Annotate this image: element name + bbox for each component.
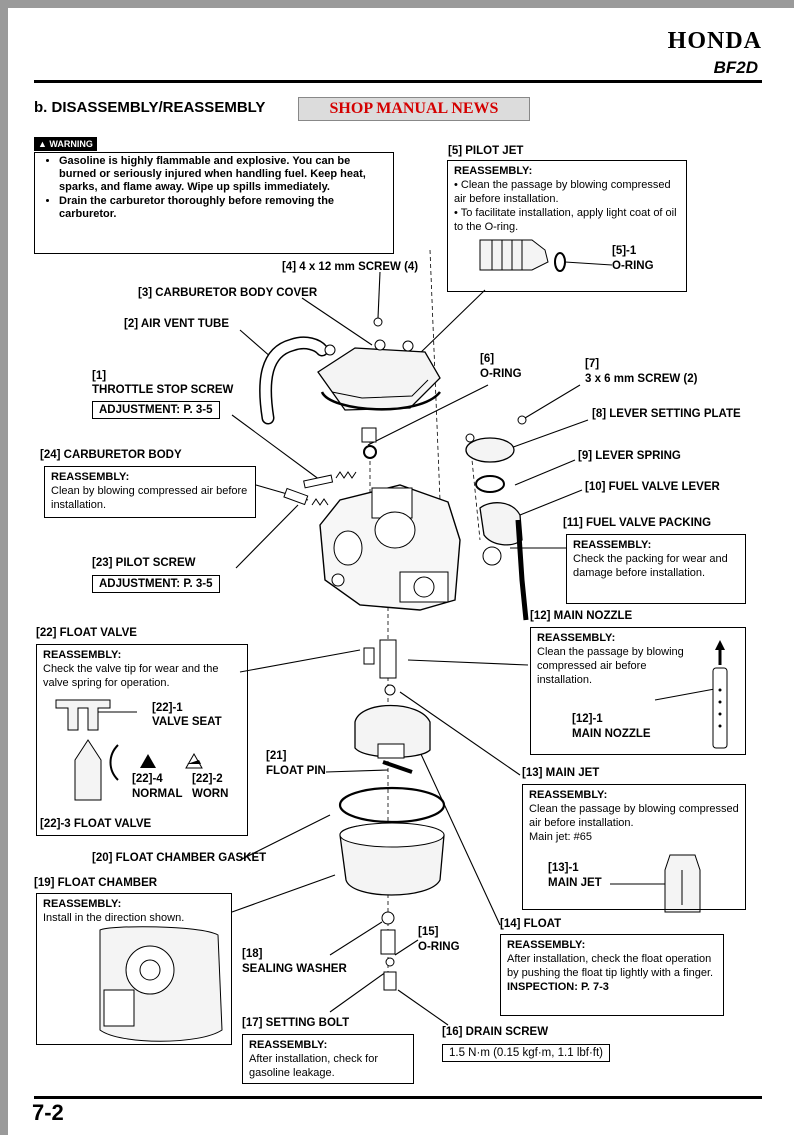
label-drain-screw: [16] DRAIN SCREW (442, 1026, 549, 1038)
page-number: 7-2 (32, 1100, 64, 1125)
label-float-pin-num: [21] (266, 750, 287, 762)
leader-lines (98, 261, 721, 1026)
box-heading: REASSEMBLY: (529, 789, 608, 801)
brand-title: HONDA (667, 28, 762, 54)
carb-body-box: REASSEMBLY: Clean by blowing compressed … (44, 466, 256, 518)
label-screw-3x6: 3 x 6 mm SCREW (2) (585, 373, 698, 385)
label-pilot-screw: [23] PILOT SCREW (92, 557, 196, 569)
label-screw7-num: [7] (585, 358, 600, 370)
label-oring: O-RING (612, 260, 654, 272)
float-chamber-box: REASSEMBLY: Install in the direction sho… (36, 893, 232, 1045)
setting-bolt-box: REASSEMBLY: After installation, check fo… (242, 1034, 414, 1084)
label-throttle-stop-screw: THROTTLE STOP SCREW (92, 384, 234, 396)
box-heading: REASSEMBLY: (507, 939, 586, 951)
warning-badge-text: WARNING (49, 139, 93, 149)
footer-rule (34, 1096, 762, 1099)
warning-item: Gasoline is highly flammable and explosi… (59, 155, 387, 194)
label-oring6-num: [6] (480, 353, 495, 365)
label-main-jet-detail: MAIN JET (548, 877, 602, 889)
label-oring15-num: [15] (418, 926, 439, 938)
label-fuel-valve-lever: [10] FUEL VALVE LEVER (585, 481, 720, 493)
box-text: Check the valve tip for wear and the val… (43, 663, 219, 689)
label-float-chamber: [19] FLOAT CHAMBER (34, 877, 158, 889)
label-pilot-jet: [5] PILOT JET (448, 145, 524, 157)
model-label: BF2D (713, 58, 758, 77)
label-sealing-washer: SEALING WASHER (242, 963, 347, 975)
main-jet-box: REASSEMBLY: Clean the passage by blowing… (522, 784, 746, 910)
box-heading: REASSEMBLY: (537, 632, 616, 644)
main-nozzle-box: REASSEMBLY: Clean the passage by blowing… (530, 627, 746, 755)
label-body-cover: [3] CARBURETOR BODY COVER (138, 287, 318, 299)
label-valve-seat: VALVE SEAT (152, 716, 222, 728)
label-setting-bolt: [17] SETTING BOLT (242, 1017, 350, 1029)
pilot-screw-adjustment-ref: ADJUSTMENT: P. 3-5 (92, 575, 220, 593)
throttle-adjustment-ref: ADJUSTMENT: P. 3-5 (92, 401, 220, 419)
warning-badge: ▲ WARNING (34, 137, 97, 151)
watermark-banner: SHOP MANUAL NEWS (298, 97, 530, 121)
label-worn-num: [22]-2 (192, 773, 223, 785)
label-air-vent-tube: [2] AIR VENT TUBE (124, 318, 229, 330)
box-text: • Clean the passage by blowing compresse… (454, 179, 671, 205)
label-lever-setting-plate: [8] LEVER SETTING PLATE (592, 408, 741, 420)
label-valve-seat-num: [22]-1 (152, 702, 183, 714)
label-screw-4x12: [4] 4 x 12 mm SCREW (4) (282, 261, 419, 273)
box-text: Clean the passage by blowing compressed … (537, 646, 684, 686)
label-float: [14] FLOAT (500, 918, 562, 930)
section-title: b. DISASSEMBLY/REASSEMBLY (34, 99, 266, 116)
float-valve-box: REASSEMBLY: Check the valve tip for wear… (36, 644, 248, 836)
label-normal: NORMAL (132, 788, 183, 800)
box-text: • To facilitate installation, apply ligh… (454, 207, 677, 233)
box-heading: REASSEMBLY: (51, 471, 130, 483)
label-float-valve: [22] FLOAT VALVE (36, 627, 137, 639)
box-text: Check the packing for wear and damage be… (573, 553, 728, 579)
box-heading: REASSEMBLY: (454, 165, 533, 177)
label-fuel-valve-packing: [11] FUEL VALVE PACKING (563, 517, 712, 529)
label-main-nozzle-detail: MAIN NOZZLE (572, 728, 651, 740)
box-heading: REASSEMBLY: (249, 1039, 328, 1051)
box-text: After installation, check for gasoline l… (249, 1053, 379, 1079)
box-text: Main jet: #65 (529, 831, 592, 843)
label-throttle-num: [1] (92, 370, 107, 382)
label-main-jet: [13] MAIN JET (522, 767, 600, 779)
label-sealing-washer-num: [18] (242, 948, 263, 960)
label-gasket: [20] FLOAT CHAMBER GASKET (92, 852, 267, 864)
box-text: After installation, check the float oper… (507, 953, 714, 979)
left-border (0, 0, 8, 1135)
box-text: Clean the passage by blowing compressed … (529, 803, 739, 829)
warning-item: Drain the carburetor thoroughly before r… (59, 195, 387, 221)
box-text: Clean by blowing compressed air before i… (51, 485, 248, 511)
drain-screw-torque: 1.5 N·m (0.15 kgf·m, 1.1 lbf·ft) (442, 1044, 611, 1062)
label-float-pin: FLOAT PIN (266, 765, 326, 777)
label-lever-spring: [9] LEVER SPRING (578, 450, 681, 462)
label-float-valve-detail: [22]-3 FLOAT VALVE (40, 818, 152, 830)
label-oring15: O-RING (418, 941, 460, 953)
label-main-nozzle: [12] MAIN NOZZLE (530, 610, 633, 622)
pilot-jet-box: REASSEMBLY: • Clean the passage by blowi… (447, 160, 687, 292)
packing-box: REASSEMBLY: Check the packing for wear a… (566, 534, 746, 604)
box-text: Install in the direction shown. (43, 912, 185, 924)
label-normal-num: [22]-4 (132, 773, 163, 785)
box-heading: REASSEMBLY: (573, 539, 652, 551)
float-box: REASSEMBLY: After installation, check th… (500, 934, 724, 1016)
header-rule (34, 80, 762, 83)
label-main-jet-num: [13]-1 (548, 862, 579, 874)
label-main-nozzle-num: [12]-1 (572, 713, 603, 725)
warning-box: Gasoline is highly flammable and explosi… (34, 152, 394, 254)
box-heading: REASSEMBLY: (43, 898, 122, 910)
box-text: INSPECTION: P. 7-3 (507, 981, 609, 993)
label-oring-num: [5]-1 (612, 245, 637, 257)
label-carburetor-body: [24] CARBURETOR BODY (40, 449, 182, 461)
label-oring6: O-RING (480, 368, 522, 380)
top-border (0, 0, 794, 8)
box-heading: REASSEMBLY: (43, 649, 122, 661)
label-worn: WORN (192, 788, 229, 800)
